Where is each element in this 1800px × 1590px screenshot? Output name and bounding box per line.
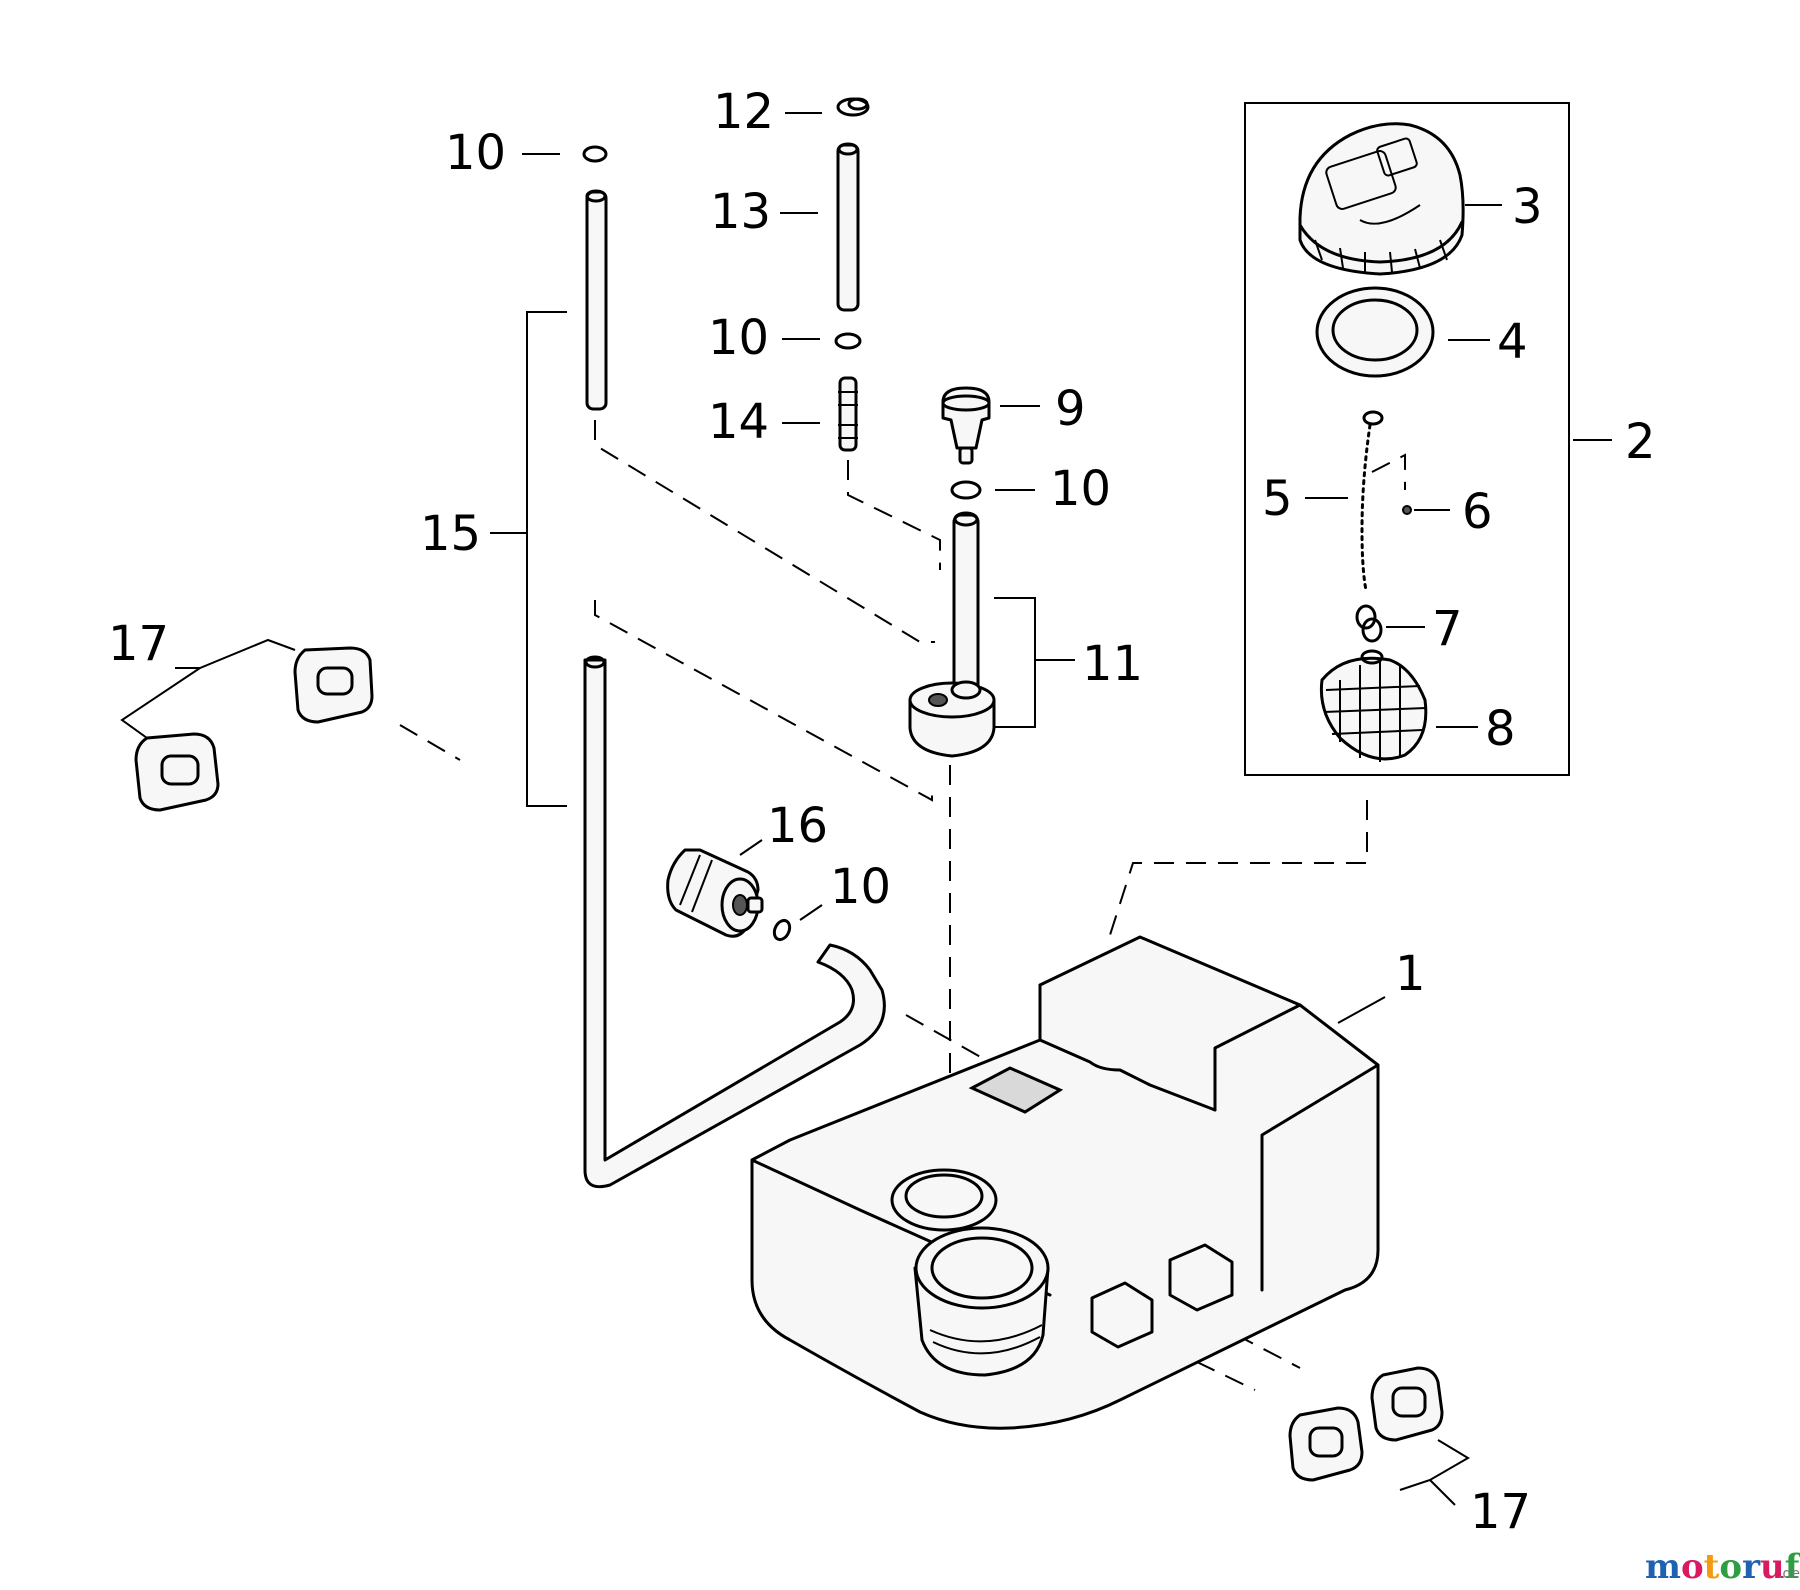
callout-11: 11 [1082, 636, 1143, 692]
callout-15: 15 [420, 506, 481, 562]
svg-text:motoruf: motoruf [1645, 1547, 1800, 1587]
callout-2: 2 [1625, 414, 1656, 470]
group-box-2 [1244, 102, 1570, 776]
part-10-o-ring-filter [950, 480, 982, 500]
callout-6: 6 [1462, 484, 1493, 540]
motoruf-watermark-logo: motoruf .de [1645, 1547, 1800, 1587]
callout-5: 5 [1262, 471, 1293, 527]
part-15-hose-upper [585, 189, 608, 411]
part-14-fitting [838, 376, 858, 452]
callout-17-right: 17 [1470, 1484, 1531, 1540]
callout-7: 7 [1432, 601, 1463, 657]
leader-10-filter16 [799, 904, 823, 921]
callout-10-top: 10 [445, 125, 506, 181]
part-6-rivet [1371, 453, 1412, 515]
callout-8: 8 [1485, 701, 1516, 757]
callout-4: 4 [1497, 314, 1528, 370]
callout-10-filter16: 10 [830, 859, 891, 915]
leader-17-right [1399, 1439, 1470, 1491]
callout-9: 9 [1055, 381, 1086, 437]
leader-16 [739, 839, 763, 856]
part-11-pickup-assembly [908, 511, 996, 758]
part-17-grommet-left-lower [134, 732, 220, 812]
bracket-15 [526, 311, 567, 807]
callout-13: 13 [710, 184, 771, 240]
part-3-fuel-cap [1298, 122, 1465, 276]
part-9-filter [941, 386, 991, 465]
part-17-grommet-left-upper [293, 646, 374, 724]
part-10-o-ring-filter16 [772, 918, 792, 942]
callout-3: 3 [1512, 179, 1543, 235]
leader-17-left-b [120, 667, 201, 739]
callout-1: 1 [1395, 946, 1426, 1002]
svg-text:.de: .de [1778, 1566, 1800, 1582]
part-4-cap-gasket [1315, 286, 1435, 378]
part-13-hose [836, 142, 860, 312]
part-7-link [1355, 604, 1383, 643]
leader-1 [1337, 996, 1386, 1024]
callout-10-hose: 10 [708, 310, 769, 366]
part-17-grommet-right-lower [1288, 1406, 1364, 1482]
callout-17-left: 17 [108, 616, 169, 672]
part-12-clip [836, 97, 870, 117]
leader-17-right-b [1429, 1479, 1456, 1506]
callout-10-filter: 10 [1050, 461, 1111, 517]
part-16-fuel-filter [666, 848, 764, 938]
leader-17-left [175, 638, 296, 669]
part-15-hose-lower [583, 655, 886, 1189]
part-10-o-ring-top [582, 145, 608, 163]
callout-14: 14 [708, 394, 769, 450]
part-10-o-ring-hose [834, 332, 862, 350]
callout-16: 16 [767, 798, 828, 854]
bracket-11 [994, 597, 1036, 728]
callout-12: 12 [713, 84, 774, 140]
part-1-fuel-tank [750, 935, 1380, 1430]
part-8-strainer [1319, 649, 1428, 762]
part-17-grommet-right-upper [1370, 1366, 1444, 1442]
part-5-retainer-chain [1360, 410, 1384, 592]
